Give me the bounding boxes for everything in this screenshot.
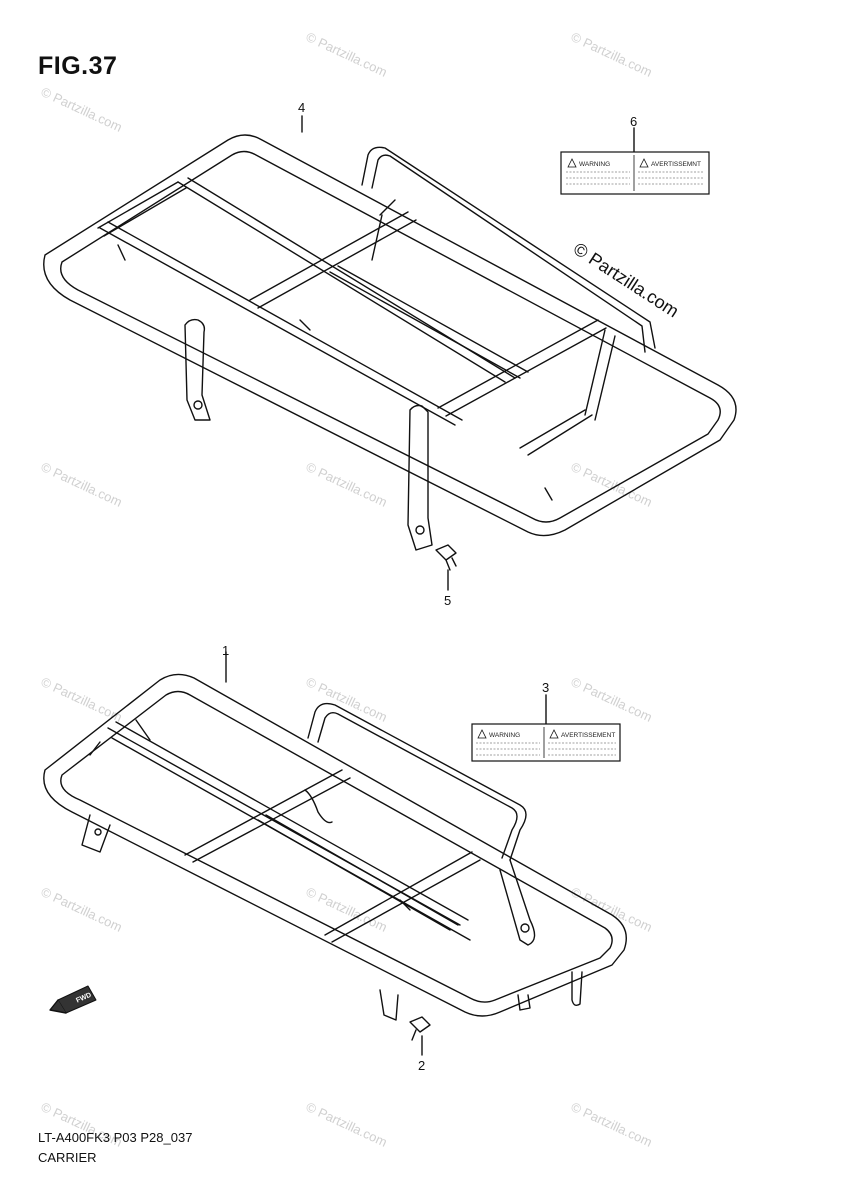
watermark-text: © Partzilla.com (569, 1099, 655, 1150)
callout-1: 1 (222, 643, 229, 658)
callout-labels: 4 6 5 1 3 2 (222, 100, 637, 1073)
warning-label-rear: WARNING AVERTISSEMENT (471, 723, 621, 762)
diagram-name: CARRIER (38, 1150, 97, 1165)
watermark-text: © Partzilla.com (304, 884, 390, 935)
warning-label-front: WARNING AVERTISSEMNT (560, 151, 710, 195)
fwd-arrow-icon (49, 985, 97, 1014)
rear-carrier (43, 673, 627, 1021)
watermark-text: © Partzilla.com (39, 459, 125, 510)
callout-2: 2 (418, 1058, 425, 1073)
watermark-text: © Partzilla.com (304, 1099, 390, 1150)
callout-4: 4 (298, 100, 305, 115)
figure-title: FIG.37 (38, 52, 118, 80)
avertissement-text: AVERTISSEMENT (561, 732, 615, 739)
watermark-text: © Partzilla.com (39, 884, 125, 935)
watermark-text: © Partzilla.com (304, 29, 390, 80)
watermark-text: © Partzilla.com (569, 29, 655, 80)
watermark-text: © Partzilla.com (304, 674, 390, 725)
front-carrier (43, 134, 737, 551)
watermark-layer: © Partzilla.com © Partzilla.com © Partzi… (39, 29, 655, 1150)
callout-6: 6 (630, 114, 637, 129)
avertissement-text: AVERTISSEMNT (651, 161, 701, 168)
watermark-text: © Partzilla.com (304, 459, 390, 510)
warning-text: WARNING (489, 732, 520, 739)
rear-bolt (409, 1016, 431, 1041)
diagram-code: LT-A400FK3 P03 P28_037 (38, 1130, 193, 1145)
warning-text: WARNING (579, 161, 610, 168)
watermark-text: © Partzilla.com (569, 674, 655, 725)
watermark-text: © Partzilla.com (569, 884, 655, 935)
callout-3: 3 (542, 680, 549, 695)
callout-5: 5 (444, 593, 451, 608)
front-bolt (435, 544, 457, 571)
watermark-text: © Partzilla.com (39, 84, 125, 135)
